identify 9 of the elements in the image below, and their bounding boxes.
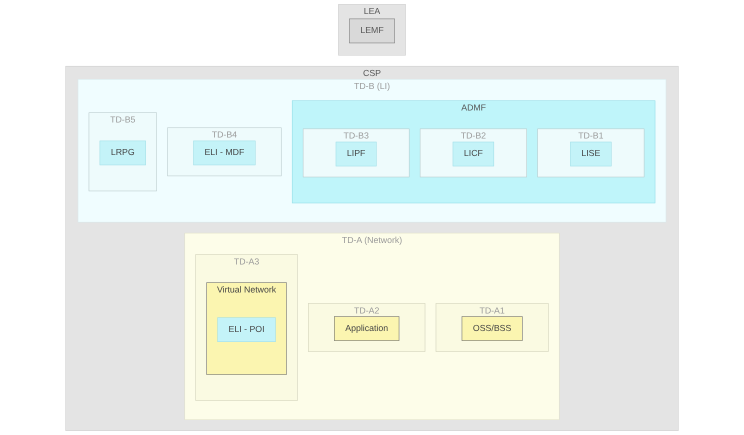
- node-box: OSS/BSS: [462, 316, 523, 341]
- node-box: LIPF: [336, 142, 377, 166]
- node-box: LICF: [452, 142, 494, 166]
- node-box: ELI - POI: [217, 317, 276, 342]
- node-box: LISE: [570, 142, 612, 166]
- node-box: ELI - MDF: [193, 140, 256, 166]
- node-box: LRPG: [100, 140, 146, 166]
- node-box: LEMF: [349, 18, 395, 44]
- node-box: Application: [334, 316, 400, 341]
